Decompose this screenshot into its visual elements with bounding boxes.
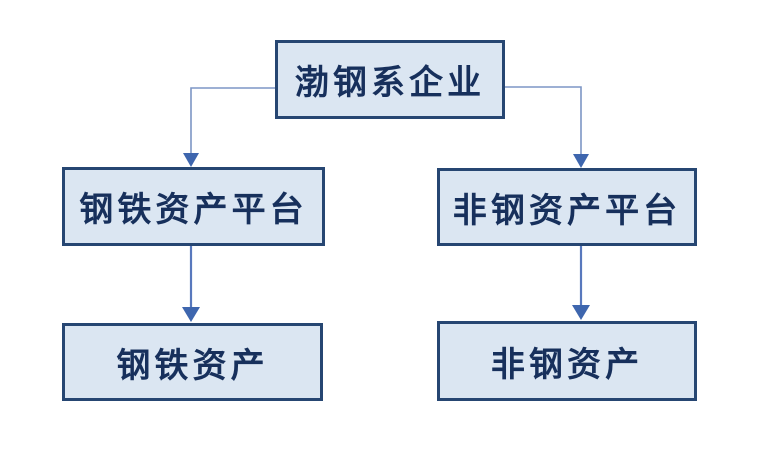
node-non-steel-assets-label: 非钢资产 (490, 345, 644, 384)
arrowhead-steel-assets (182, 307, 200, 322)
node-non-steel-asset-platform: 非钢资产平台 (437, 168, 697, 246)
arrowhead-non-steel-assets (572, 305, 590, 320)
arrowhead-steel-platform (183, 153, 199, 167)
arrowhead-non-steel-platform (573, 154, 589, 168)
node-root-label: 渤钢系企业 (294, 64, 486, 102)
node-non-steel-assets: 非钢资产 (437, 321, 697, 401)
node-steel-assets: 钢铁资产 (62, 323, 323, 401)
connector-root-to-steel-platform (190, 87, 275, 154)
node-steel-asset-platform: 钢铁资产平台 (62, 167, 325, 246)
node-steel-assets-label: 钢铁资产 (116, 346, 269, 385)
node-steel-asset-platform-label: 钢铁资产平台 (79, 191, 308, 229)
node-root-company: 渤钢系企业 (275, 40, 505, 119)
connector-root-to-non-steel-platform (505, 86, 582, 155)
node-non-steel-asset-platform-label: 非钢资产平台 (452, 191, 682, 230)
